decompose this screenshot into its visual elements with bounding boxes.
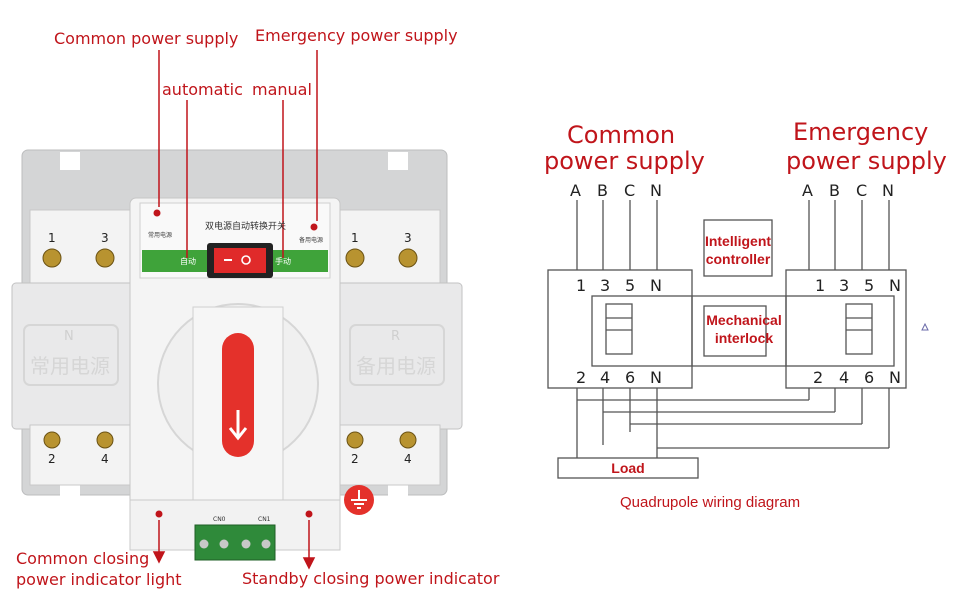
screw-terminal [43,431,61,449]
handle-red-grip [222,333,254,457]
screw-terminal [398,248,418,268]
right-plate-frame [349,324,445,386]
terminal-number: N [889,276,901,295]
connector-screw [199,539,209,549]
phase-label: B [597,181,608,200]
common-closing-led [155,510,163,518]
screw-terminal [42,248,62,268]
screw-terminal [96,431,114,449]
label-automatic: automatic [162,80,243,99]
annotation-lines [152,50,318,570]
small-marker [921,322,929,331]
top-left-terminal-block [29,209,131,289]
terminal-number: 4 [839,368,850,387]
terminal-number: 6 [864,368,875,387]
panel-title: 双电源自动转换开关 [205,222,287,232]
left-plate-frame [23,324,119,386]
terminal-number: 3 [600,276,611,295]
terminal-number: 1 [576,276,587,295]
left-plate-letter: N [64,329,74,344]
connector-label-left: CN0 [213,516,226,523]
terminal-label: 3 [101,231,109,245]
standby-indicator-led [310,223,318,231]
phase-label: N [882,181,894,200]
right-indicator-label: 备用电源 [299,237,324,244]
terminal-label: 4 [404,452,412,466]
mount-slot-left [60,152,80,170]
switch-off-mark [241,255,251,265]
mechanical-interlock-label: Mechanical interlock [706,312,782,346]
label-common-closing-line1: Common closing [16,549,150,568]
terminal-label: 2 [351,452,359,466]
common-indicator-led [153,209,161,217]
mode-switch-rocker[interactable] [214,248,266,273]
phase-label: B [829,181,840,200]
phase-label: A [802,181,813,200]
terminal-number: N [650,276,662,295]
connector-screw [261,539,271,549]
left-plate-text: 常用电源 [30,354,110,378]
terminal-number: 5 [625,276,636,295]
right-plate-text: 备用电源 [356,354,436,378]
phase-label: C [624,181,636,200]
label-common-closing-line2: power indicator light [16,570,182,589]
terminal-number: 5 [864,276,875,295]
emergency-supply-title-1: Emergency [793,118,929,146]
terminal-number: 6 [625,368,636,387]
terminal-label: 3 [404,231,412,245]
manual-label: 手动 [275,257,291,266]
auto-label: 自动 [180,257,196,266]
label-emergency-power-supply: Emergency power supply [255,26,458,45]
terminal-number: 4 [600,368,611,387]
intelligent-controller-label: Intelligent controller [704,233,772,267]
screw-terminal [345,248,365,268]
terminal-number: N [889,368,901,387]
right-plate-letter: R [391,329,401,344]
phase-label: C [856,181,868,200]
wiring-caption: Quadrupole wiring diagram [620,494,801,511]
ground-icon [351,490,367,509]
terminal-number: 1 [815,276,826,295]
terminal-label: 1 [351,231,359,245]
label-common-power-supply: Common power supply [54,29,239,48]
screw-terminal [399,431,417,449]
terminal-number: 2 [813,368,824,387]
emergency-supply-title-2: power supply [786,147,947,175]
terminal-connector [194,524,276,561]
terminal-number: 2 [576,368,587,387]
phase-label: N [650,181,662,200]
phase-label: A [570,181,581,200]
bottom-left-terminal-block [29,424,131,486]
common-supply-title-1: Common [567,121,676,149]
terminal-label: 4 [101,452,109,466]
connector-screw [241,539,251,549]
terminal-number: N [650,368,662,387]
terminal-number: 3 [839,276,850,295]
load-label: Load [611,460,645,476]
connector-label-right: CN1 [258,516,271,523]
screw-terminal [95,248,115,268]
left-indicator-label: 常用电源 [148,232,173,239]
screw-terminal [346,431,364,449]
terminal-label: 1 [48,231,56,245]
arrow-down-icon [228,410,248,441]
standby-closing-led [305,510,313,518]
wiring-lines [547,200,907,479]
mount-slot-right [388,152,408,170]
connector-screw [219,539,229,549]
common-supply-title-2: power supply [544,147,705,175]
terminal-label: 2 [48,452,56,466]
label-manual: manual [252,80,312,99]
label-standby-closing: Standby closing power indicator [242,569,500,588]
